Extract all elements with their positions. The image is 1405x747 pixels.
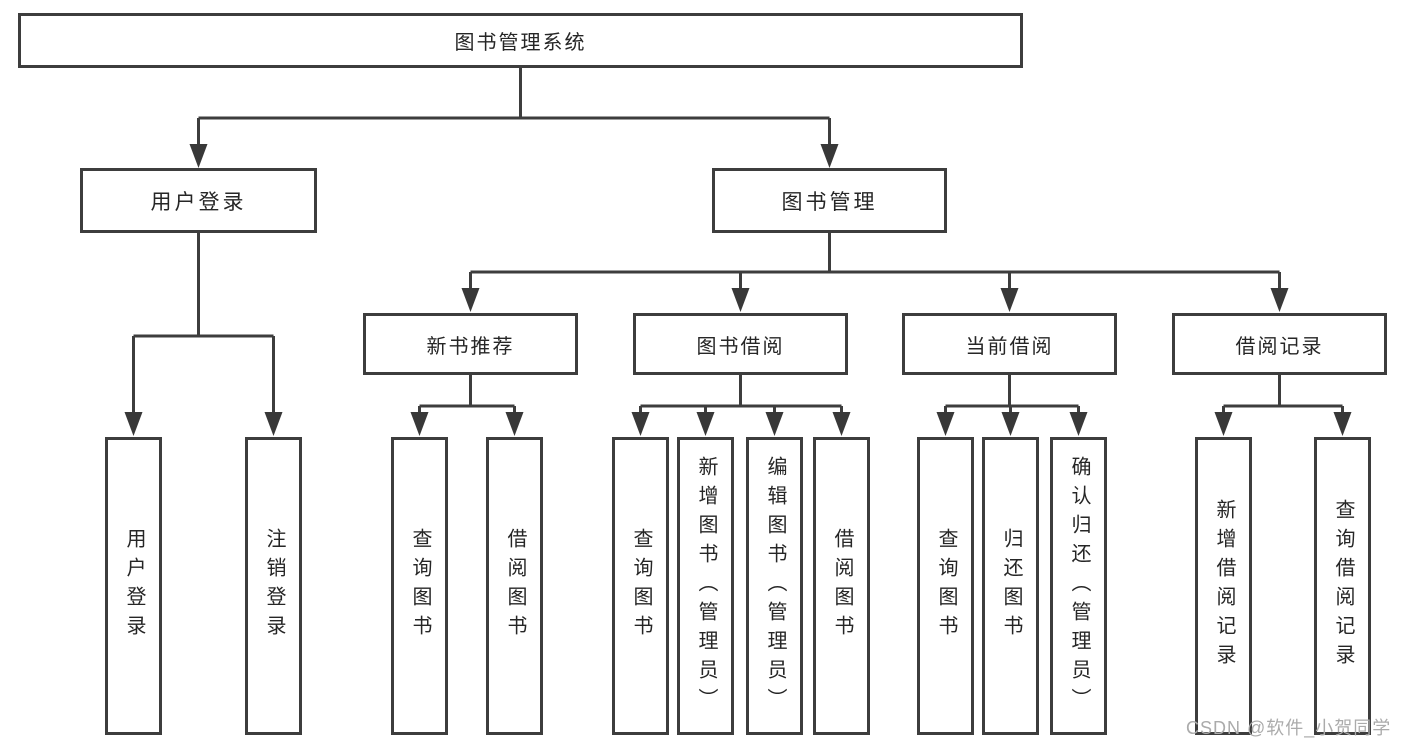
node-book-borrowing: 图书借阅 (633, 313, 848, 375)
leaf-logout: 注销登录 (245, 437, 302, 735)
node-label: 编辑图书（管理员） (764, 455, 786, 717)
node-label: 用户登录 (150, 190, 247, 214)
node-label: 归还图书 (1000, 528, 1022, 644)
node-user-login: 用户登录 (80, 168, 317, 233)
leaf-current-query-books: 查询图书 (917, 437, 974, 735)
leaf-return-books: 归还图书 (982, 437, 1039, 735)
node-label: 新增借阅记录 (1213, 499, 1235, 673)
leaf-borrow-books: 借阅图书 (813, 437, 870, 735)
leaf-edit-books-admin: 编辑图书（管理员） (746, 437, 803, 735)
node-label: 注销登录 (263, 528, 285, 644)
node-label: 图书借阅 (696, 335, 785, 358)
node-new-book-recommendation: 新书推荐 (363, 313, 578, 375)
node-label: 用户登录 (123, 528, 145, 644)
leaf-user-login: 用户登录 (105, 437, 162, 735)
node-label: 新书推荐 (426, 335, 515, 358)
node-label: 查询图书 (935, 528, 957, 644)
node-label: 图书管理 (781, 190, 878, 214)
node-label: 确认归还（管理员） (1068, 455, 1090, 717)
node-label: 借阅图书 (504, 528, 526, 644)
leaf-query-borrow-record: 查询借阅记录 (1314, 437, 1371, 735)
node-label: 新增图书（管理员） (695, 455, 717, 717)
leaf-confirm-return-admin: 确认归还（管理员） (1050, 437, 1107, 735)
node-label: 当前借阅 (965, 335, 1054, 358)
node-label: 查询借阅记录 (1332, 499, 1354, 673)
node-label: 查询图书 (409, 528, 431, 644)
leaf-add-borrow-record: 新增借阅记录 (1195, 437, 1252, 735)
connector-paths (132, 68, 1344, 414)
node-label: 图书管理系统 (454, 32, 587, 54)
watermark: CSDN @软件_小贺同学 (1186, 718, 1392, 738)
node-library-management-system: 图书管理系统 (18, 13, 1023, 68)
arrowhead-icons (124, 144, 1352, 436)
node-label: 查询图书 (630, 528, 652, 644)
node-current-borrowing: 当前借阅 (902, 313, 1117, 375)
node-label: 借阅图书 (831, 528, 853, 644)
node-borrowing-records: 借阅记录 (1172, 313, 1387, 375)
leaf-recommend-borrow-books: 借阅图书 (486, 437, 543, 735)
leaf-borrow-query-books: 查询图书 (612, 437, 669, 735)
leaf-add-books-admin: 新增图书（管理员） (677, 437, 734, 735)
node-book-management: 图书管理 (712, 168, 947, 233)
leaf-recommend-query-books: 查询图书 (391, 437, 448, 735)
node-label: 借阅记录 (1235, 335, 1324, 358)
